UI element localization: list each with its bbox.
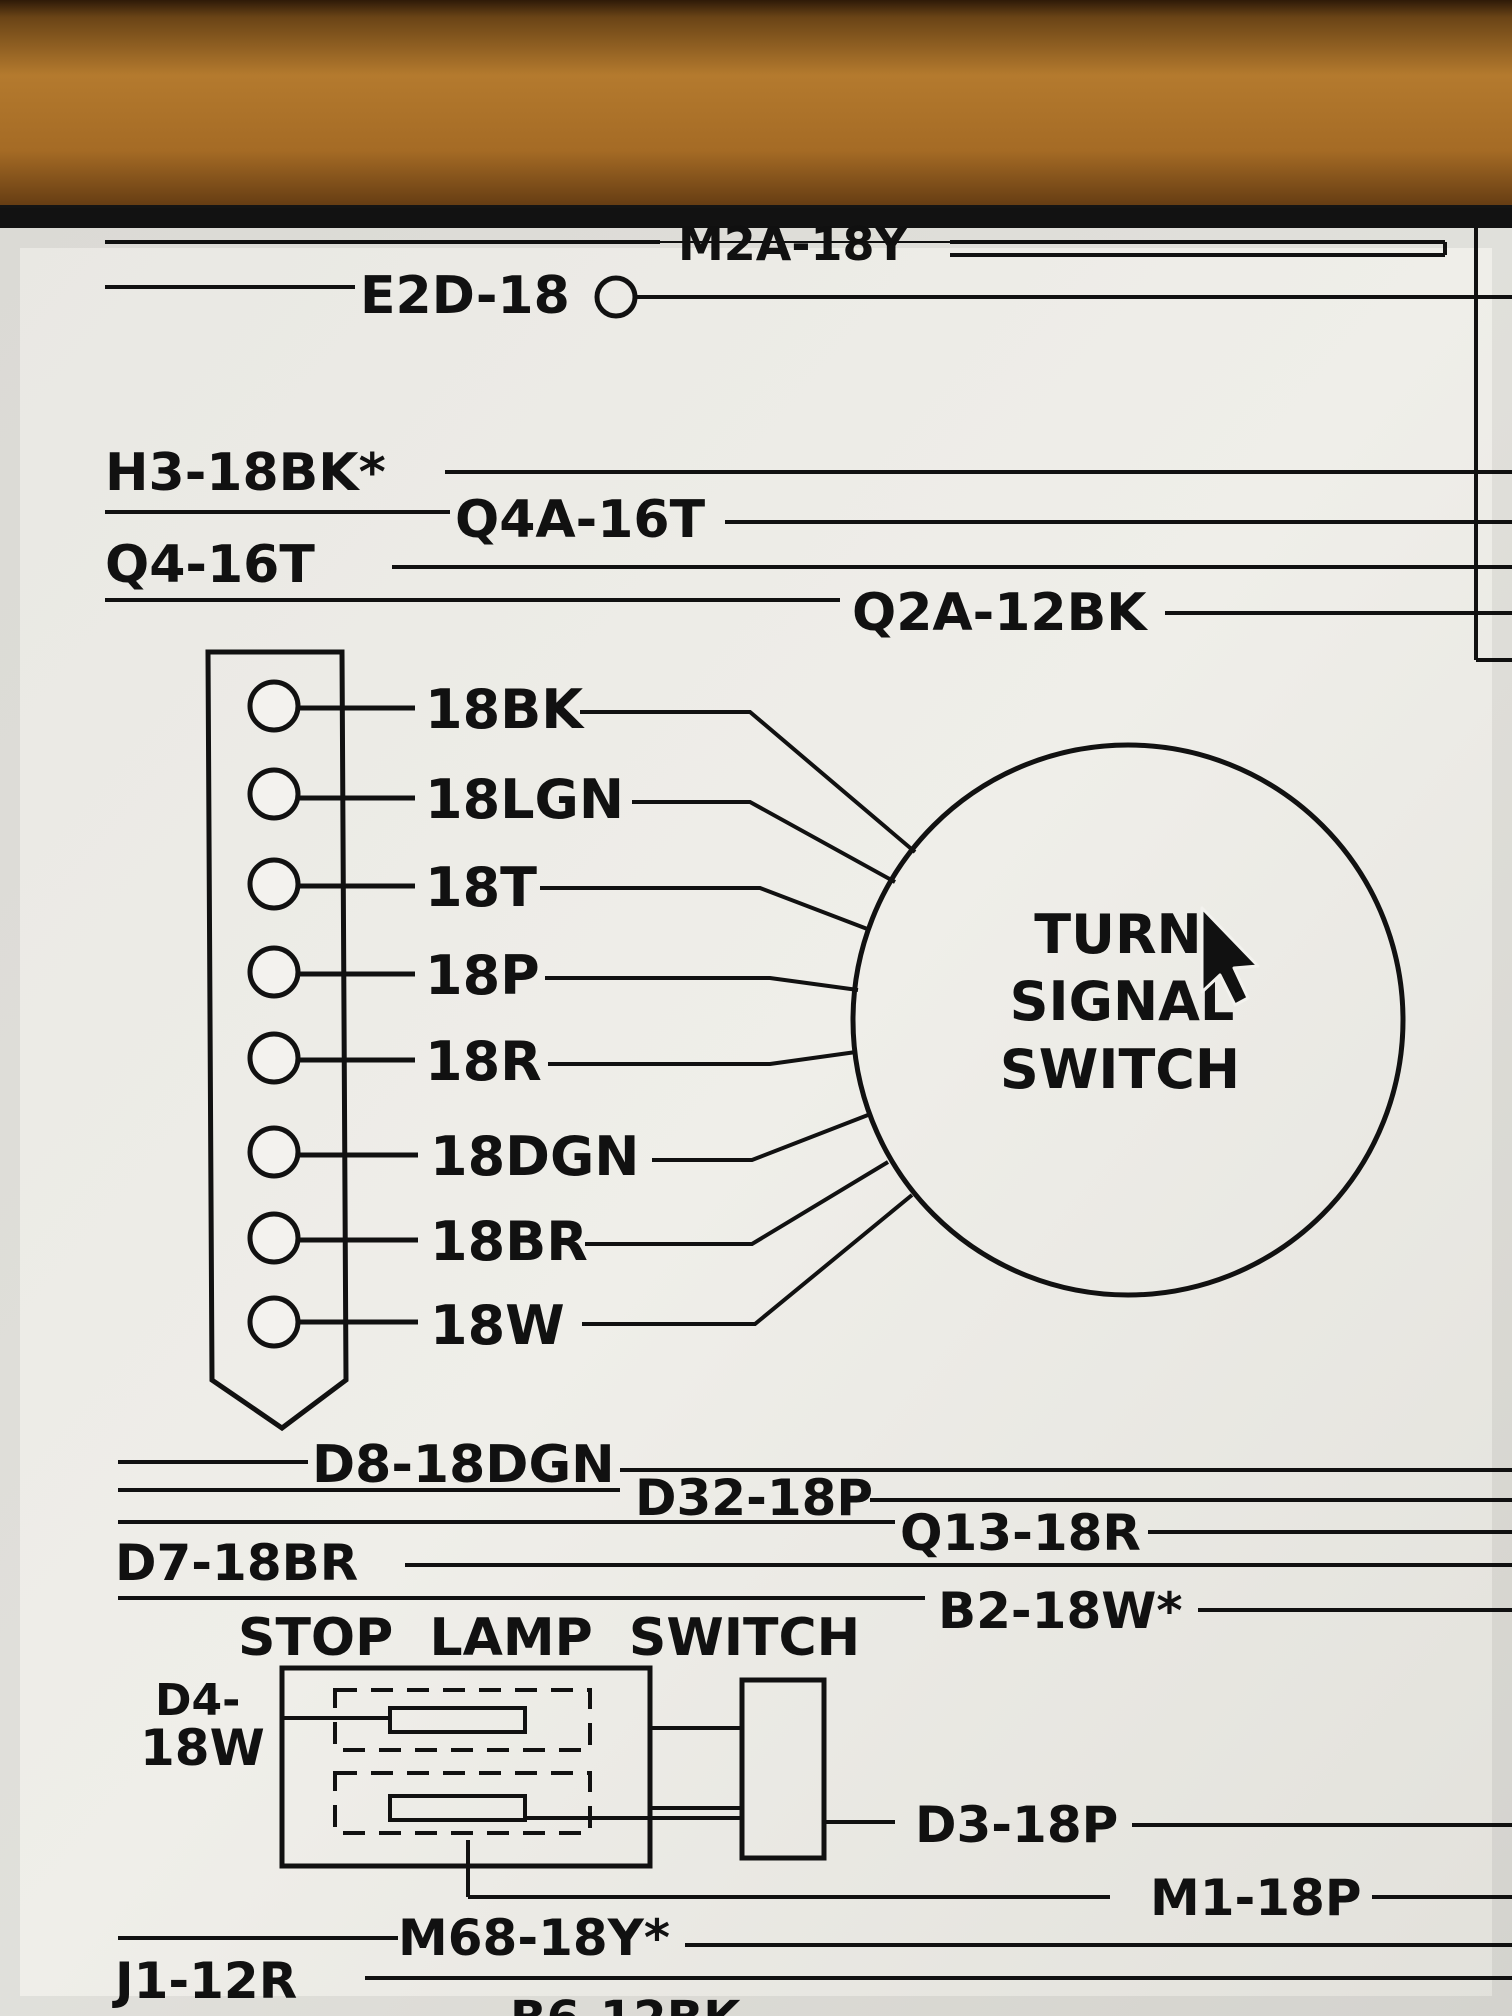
wire-q4: Q4-16T	[105, 535, 1512, 595]
connector-pin-row: 18DGN	[247, 1113, 869, 1188]
wire-q2a: Q2A-12BK	[105, 583, 1512, 643]
wire-j1: J1-12R	[112, 1952, 1512, 2010]
switch-label-line2: SIGNAL	[1010, 970, 1235, 1033]
connector-pin-row: 18LGN	[247, 767, 896, 884]
wire-b2: B2-18W*	[118, 1582, 1512, 1640]
wire-label-b6: B6-12BK	[510, 1991, 742, 2016]
bezel	[0, 205, 1512, 229]
connector-pin	[247, 1125, 301, 1179]
connector-pin	[247, 679, 301, 733]
wire-label-q4a: Q4A-16T	[455, 490, 706, 550]
wire-label-d32: D32-18P	[635, 1469, 873, 1527]
connector-pin	[247, 857, 301, 911]
wire-d8: D8-18DGN	[118, 1435, 1512, 1495]
wire-q4a: Q4A-16T	[105, 490, 1512, 550]
paper-background	[0, 228, 1512, 2016]
wire-d4: D4- 18W	[140, 1675, 265, 1777]
wire-label-d4-b: 18W	[140, 1719, 265, 1777]
wire-d3: D3-18P	[915, 1796, 1512, 1854]
wire-label-j1: J1-12R	[112, 1952, 297, 2010]
wire-label-d7: D7-18BR	[115, 1534, 358, 1592]
connector-pin-row: 18R	[247, 1030, 857, 1093]
turn-signal-switch: TURN SIGNAL SWITCH	[850, 742, 1406, 1298]
connector-pin	[247, 1295, 301, 1349]
pin-label: 18BR	[430, 1210, 588, 1273]
pin-label: 18BK	[425, 678, 585, 741]
wire-label-d4-a: D4-	[155, 1675, 240, 1726]
connector-body	[205, 649, 349, 1432]
wire-label-q2a: Q2A-12BK	[852, 583, 1148, 643]
wire-q13: Q13-18R	[118, 1504, 1512, 1562]
splice-terminal	[594, 275, 638, 319]
wire-m1: M1-18P	[1150, 1869, 1512, 1927]
pin-label: 18LGN	[425, 768, 624, 831]
wire-b6: B6-12BK	[510, 1991, 742, 2016]
wire-label-m1: M1-18P	[1150, 1869, 1362, 1927]
wire-m68: M68-18Y*	[118, 1909, 1512, 1967]
pin-label: 18T	[425, 856, 537, 919]
wire-m2a: M2A-18Y	[105, 217, 1447, 271]
pin-label: 18R	[425, 1030, 542, 1093]
wire-d7: D7-18BR	[115, 1534, 1512, 1592]
wire-label-m68: M68-18Y*	[398, 1909, 670, 1967]
connector-pin	[247, 945, 301, 999]
wire-label-d3: D3-18P	[915, 1796, 1118, 1854]
wire-label-q13: Q13-18R	[900, 1504, 1141, 1562]
stop-lamp-switch-title: STOP LAMP SWITCH	[238, 1608, 860, 1668]
wire-label-d8: D8-18DGN	[312, 1435, 615, 1495]
connector-pin	[247, 767, 301, 821]
connector-pin-row: 18W	[247, 1193, 914, 1357]
photo-shading	[0, 208, 1512, 2016]
connector-pin	[247, 1031, 301, 1085]
connector-pin-row: 18BR	[247, 1160, 890, 1273]
wire-label-h3: H3-18BK*	[105, 443, 386, 503]
wire-label-e2d: E2D-18	[360, 266, 570, 326]
wood-frame	[0, 0, 1512, 215]
pin-label: 18DGN	[430, 1125, 640, 1188]
pin-label: 18W	[430, 1294, 565, 1357]
connector-pin-row: 18BK	[247, 678, 917, 854]
wire-label-b2: B2-18W*	[938, 1582, 1183, 1640]
switch-label-line3: SWITCH	[1000, 1038, 1240, 1101]
pin-label: 18P	[425, 944, 540, 1007]
wire-e2d: E2D-18	[105, 266, 1512, 326]
switch-label-line1: TURN	[1034, 903, 1201, 966]
mouse-pointer-icon	[1200, 906, 1260, 1007]
wire-d32: D32-18P	[118, 1469, 1512, 1527]
wire-label-q4: Q4-16T	[105, 535, 315, 595]
connector-pin-row: 18T	[247, 856, 871, 932]
wire-h3: H3-18BK*	[105, 443, 1512, 503]
wire-label-m2a: M2A-18Y	[678, 217, 908, 271]
connector-pin-row: 18P	[247, 944, 859, 1007]
stop-lamp-switch: STOP LAMP SWITCH	[238, 1608, 1110, 1899]
connector-pin	[247, 1211, 301, 1265]
